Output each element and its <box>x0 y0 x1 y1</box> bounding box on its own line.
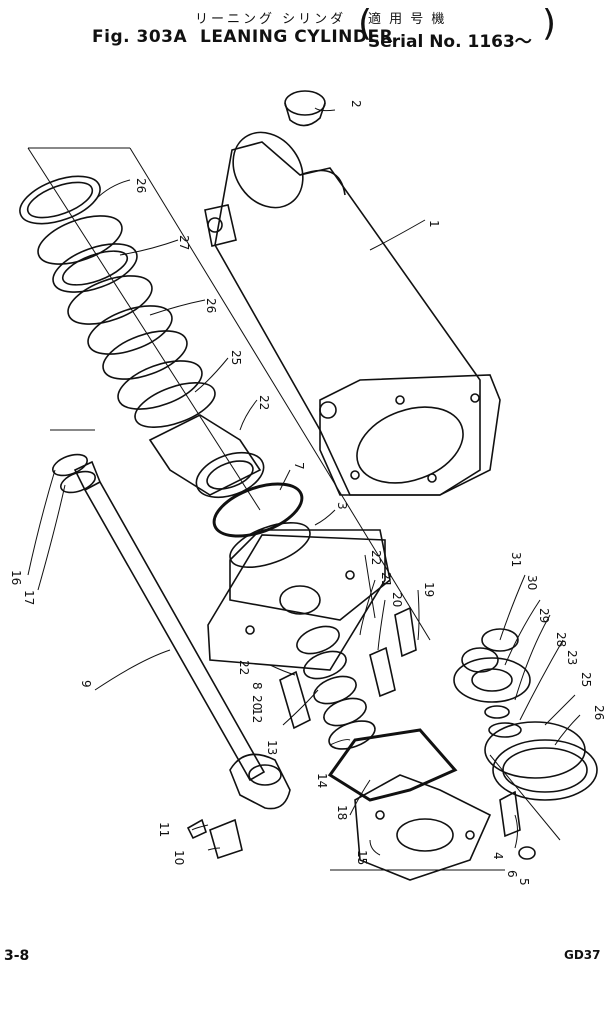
callout-26-mid: 26 <box>204 298 218 313</box>
rod-eye <box>229 753 291 810</box>
rod-nut <box>461 628 519 673</box>
figure-number: Fig. 303A <box>92 27 188 47</box>
leader-lines <box>27 107 581 856</box>
callout-5: 5 <box>517 878 531 886</box>
callout-24: 23 <box>565 650 579 665</box>
callout-7: 7 <box>292 462 306 470</box>
callout-25: 25 <box>229 350 243 365</box>
cylinder-tube <box>204 131 501 496</box>
washer <box>60 470 96 494</box>
callout-28: 28 <box>554 632 568 647</box>
callout-31: 31 <box>509 552 523 567</box>
callout-19: 19 <box>422 582 436 597</box>
part-name: LEANING CYLINDER <box>199 27 394 47</box>
callout-15: 15 <box>355 850 369 865</box>
japanese-serial-label: 適 用 号 機 <box>368 12 447 27</box>
callout-18: 18 <box>335 805 349 820</box>
piston-rod <box>73 460 266 782</box>
gasket <box>327 728 458 802</box>
flange-plate <box>207 534 386 671</box>
callout-12: 12 <box>250 708 264 723</box>
callout-27: 27 <box>177 235 191 250</box>
callout-2: 2 <box>349 100 363 108</box>
callout-16: 16 <box>9 570 23 585</box>
callout-14: 14 <box>315 773 329 788</box>
callout-4: 4 <box>491 852 505 860</box>
callout-20b: 20 <box>250 695 264 710</box>
bushing <box>284 90 326 127</box>
gland <box>148 414 265 499</box>
callout-1: 1 <box>427 220 441 228</box>
ring-small <box>484 705 510 719</box>
bolt <box>369 646 396 698</box>
callout-20: 20 <box>390 592 404 607</box>
callout-11: 11 <box>157 822 171 837</box>
callout-29: 29 <box>537 608 551 623</box>
figure-title: Fig. 303A LEANING CYLINDER <box>92 27 393 47</box>
piston <box>229 522 391 621</box>
callout-13: 13 <box>265 740 279 755</box>
callout-6: 6 <box>505 870 519 878</box>
packing-stack <box>19 175 216 428</box>
callout-17: 17 <box>22 590 36 605</box>
bolt <box>279 670 311 730</box>
grease-fitting <box>186 818 207 840</box>
callout-26-top: 26 <box>134 178 148 193</box>
callout-numbers: 2 1 26 27 26 25 22 7 3 16 17 9 22 21 20 … <box>9 100 606 886</box>
close-paren: ) <box>542 3 557 44</box>
page-number: 3-8 <box>4 948 30 964</box>
callout-25-right: 25 <box>579 672 593 687</box>
callout-23: 22 <box>257 395 271 410</box>
japanese-title: リーニング シリンダ <box>195 12 347 27</box>
callout-3: 3 <box>335 502 349 510</box>
callout-22-top: 22 <box>369 550 383 565</box>
wear-ring-assembly <box>484 721 598 801</box>
fitting <box>499 790 521 838</box>
head-cover <box>354 774 492 881</box>
bushing-small <box>209 818 243 860</box>
callout-26-right: 26 <box>592 705 606 720</box>
plug <box>518 846 536 860</box>
open-paren: ( <box>358 3 373 44</box>
ring-small <box>488 722 522 738</box>
callout-30: 30 <box>525 575 539 590</box>
callout-8: 8 <box>250 682 264 690</box>
callout-10: 10 <box>172 850 186 865</box>
callout-9: 9 <box>79 680 93 688</box>
piston-right-assembly <box>453 657 531 703</box>
callout-22-bottom: 22 <box>237 660 251 675</box>
bolt <box>394 606 417 658</box>
callout-21: 21 <box>379 572 393 587</box>
drawing-code: GD37 <box>564 948 601 962</box>
rod-seal-stack <box>296 625 376 750</box>
serial-range: Serial No. 1163～ <box>368 32 532 52</box>
